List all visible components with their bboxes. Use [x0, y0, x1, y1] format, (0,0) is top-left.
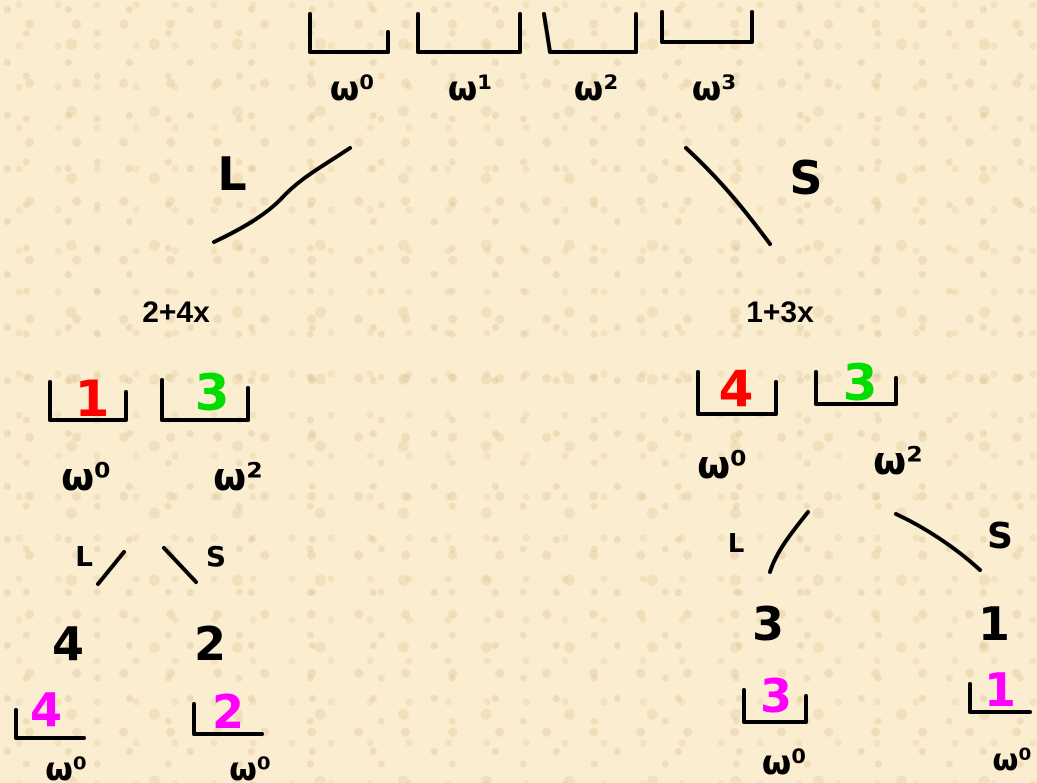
- left-result-1: 2: [194, 617, 226, 671]
- edge-root-left-label: L: [217, 147, 246, 201]
- right-result-1: 1: [978, 597, 1010, 651]
- right-leaf-0-exp: ω⁰: [762, 743, 806, 783]
- right-slot-0-value: 4: [719, 360, 754, 418]
- root-exp-3: ω³: [692, 69, 736, 109]
- right-slot-1-value: 3: [843, 354, 878, 412]
- left-leaf-0-exp: ω⁰: [45, 750, 87, 783]
- root-slot-1: [416, 12, 522, 54]
- edge-right-l-label: L: [728, 529, 745, 559]
- root-slot-3: [660, 10, 754, 44]
- right-leaf-slots: [742, 682, 1032, 724]
- left-leaf-slot-0: [14, 708, 86, 740]
- root-slot-2: [542, 12, 638, 54]
- left-slot-0-value: 1: [75, 370, 110, 428]
- right-result-0: 3: [752, 597, 784, 651]
- edge-right-l: [768, 510, 810, 574]
- right-leaf-0-value: 3: [760, 669, 792, 723]
- edge-left-l: [96, 550, 126, 586]
- right-slot-0-exp: ω⁰: [697, 443, 747, 487]
- root-exp-2: ω²: [574, 69, 618, 109]
- right-leaf-1-exp: ω⁰: [992, 743, 1031, 778]
- edge-root-right: [684, 146, 772, 246]
- left-leaf-slots: [14, 702, 264, 740]
- right-slot-0: [696, 370, 778, 416]
- left-poly: 2+4x: [142, 296, 210, 329]
- root-slots: [308, 10, 754, 54]
- edge-left-l-label: L: [75, 540, 93, 573]
- left-slot-0: [48, 380, 128, 422]
- edge-left-s-label: S: [206, 540, 226, 573]
- right-slot-1: [814, 370, 898, 406]
- left-leaf-0-value: 4: [30, 683, 62, 737]
- edge-left-s: [162, 546, 198, 584]
- root-exp-1: ω¹: [448, 69, 492, 109]
- left-slot-0-exp: ω⁰: [61, 455, 111, 499]
- edge-right-s-label: S: [987, 516, 1013, 557]
- left-slot-1: [160, 378, 250, 422]
- right-leaf-1-value: 1: [984, 663, 1016, 717]
- left-slots: [48, 378, 250, 422]
- right-poly: 1+3x: [746, 296, 814, 329]
- left-leaf-1-value: 2: [212, 685, 244, 739]
- right-slot-1-exp: ω²: [873, 439, 923, 483]
- left-leaf-1-exp: ω⁰: [229, 750, 271, 783]
- root-slot-0: [308, 12, 390, 54]
- left-result-0: 4: [52, 617, 84, 671]
- edge-root-right-label: S: [789, 151, 822, 205]
- left-slot-1-value: 3: [195, 364, 230, 422]
- edge-root-left: [212, 146, 352, 244]
- right-slots: [696, 370, 898, 416]
- root-exponents: ω⁰ ω¹ ω² ω³: [330, 69, 736, 109]
- left-slot-1-exp: ω²: [213, 455, 263, 499]
- edge-right-s: [894, 512, 982, 572]
- right-leaf-slot-0: [742, 688, 808, 724]
- root-exp-0: ω⁰: [330, 69, 374, 109]
- left-leaf-slot-1: [192, 702, 264, 736]
- right-leaf-slot-1: [968, 682, 1032, 714]
